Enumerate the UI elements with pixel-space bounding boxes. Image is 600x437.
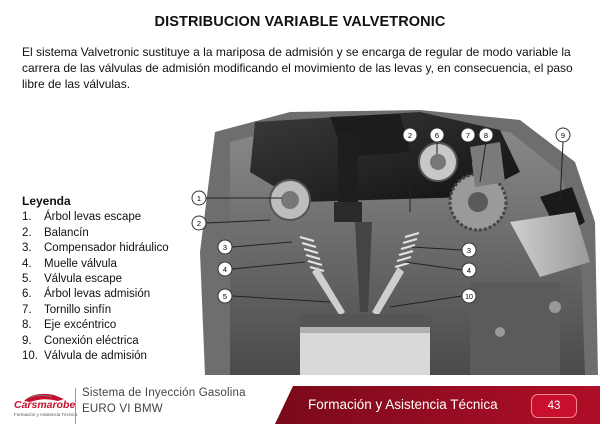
svg-text:4: 4 (223, 265, 227, 274)
svg-text:10: 10 (465, 294, 473, 301)
page-number: 43 (531, 394, 577, 418)
system-title: Sistema de Inyección Gasolina (82, 387, 246, 399)
valve-springs-right (394, 231, 420, 269)
brand-logo-icon (24, 393, 64, 402)
injector (355, 222, 372, 312)
callout-2-top: 2 (402, 127, 418, 143)
callout-3-right: 3 (461, 242, 477, 258)
intro-paragraph: El sistema Valvetronic sustituye a la ma… (22, 45, 573, 91)
callout-1: 1 (191, 190, 207, 206)
brand-subtitle: Formación y Asistencia Técnica (14, 412, 78, 417)
list-item: 10.Válvula de admisión (22, 350, 147, 363)
worm-screw (470, 142, 505, 187)
svg-text:1: 1 (197, 194, 201, 203)
callout-7: 7 (460, 127, 476, 143)
legend: Leyenda 1.Árbol levas escape 2.Balancín … (22, 194, 212, 364)
svg-text:9: 9 (561, 131, 565, 140)
svg-text:3: 3 (223, 243, 227, 252)
valve-springs-left (299, 235, 325, 273)
callout-5: 5 (217, 288, 233, 304)
list-item: 3.Compensador hidráulico (22, 242, 169, 255)
legend-list: 1.Árbol levas escape 2.Balancín 3.Compen… (22, 210, 212, 364)
svg-text:6: 6 (435, 131, 439, 140)
list-item: 9.Conexión eléctrica (22, 334, 139, 347)
footer-band (275, 386, 600, 424)
svg-text:3: 3 (467, 246, 471, 255)
callout-9: 9 (555, 127, 571, 143)
list-item: 1.Árbol levas escape (22, 211, 142, 224)
svg-text:4: 4 (467, 266, 471, 275)
footer-divider (75, 388, 76, 424)
list-item: 7.Tornillo sinfín (22, 303, 112, 316)
callout-6: 6 (429, 127, 445, 143)
legend-title: Leyenda (22, 194, 71, 208)
callout-10: 10 (461, 288, 477, 304)
page-title: DISTRIBUCION VARIABLE VALVETRONIC (154, 14, 446, 30)
list-item: 4.Muelle válvula (22, 257, 117, 270)
valvetronic-illustration: 1 2 3 4 5 2 6 7 8 9 3 4 (191, 110, 598, 375)
callout-8: 8 (478, 127, 494, 143)
piston (300, 327, 430, 375)
intake-valve (372, 267, 404, 316)
list-item: 5.Válvula escape (22, 273, 122, 286)
callout-3: 3 (217, 239, 233, 255)
callout-4: 4 (217, 261, 233, 277)
list-item: 2.Balancín (22, 226, 89, 239)
svg-text:8: 8 (484, 131, 488, 140)
list-item: 6.Árbol levas admisión (22, 288, 151, 301)
footer-band-text: Formación y Asistencia Técnica (308, 397, 498, 412)
callout-2: 2 (191, 215, 207, 231)
svg-text:5: 5 (223, 292, 227, 301)
svg-text:7: 7 (466, 131, 470, 140)
spark-plug-tube (338, 132, 358, 212)
svg-text:2: 2 (408, 131, 412, 140)
valvetronic-motor (510, 212, 590, 277)
system-subtitle: EURO VI BMW (82, 403, 163, 415)
callout-4-right: 4 (461, 262, 477, 278)
cylinder-head-cover (250, 112, 520, 202)
brand-name: Carsmarobe (14, 399, 76, 411)
list-item: 8.Eje excéntrico (22, 319, 117, 332)
exhaust-valve (312, 267, 345, 316)
svg-text:2: 2 (197, 219, 201, 228)
